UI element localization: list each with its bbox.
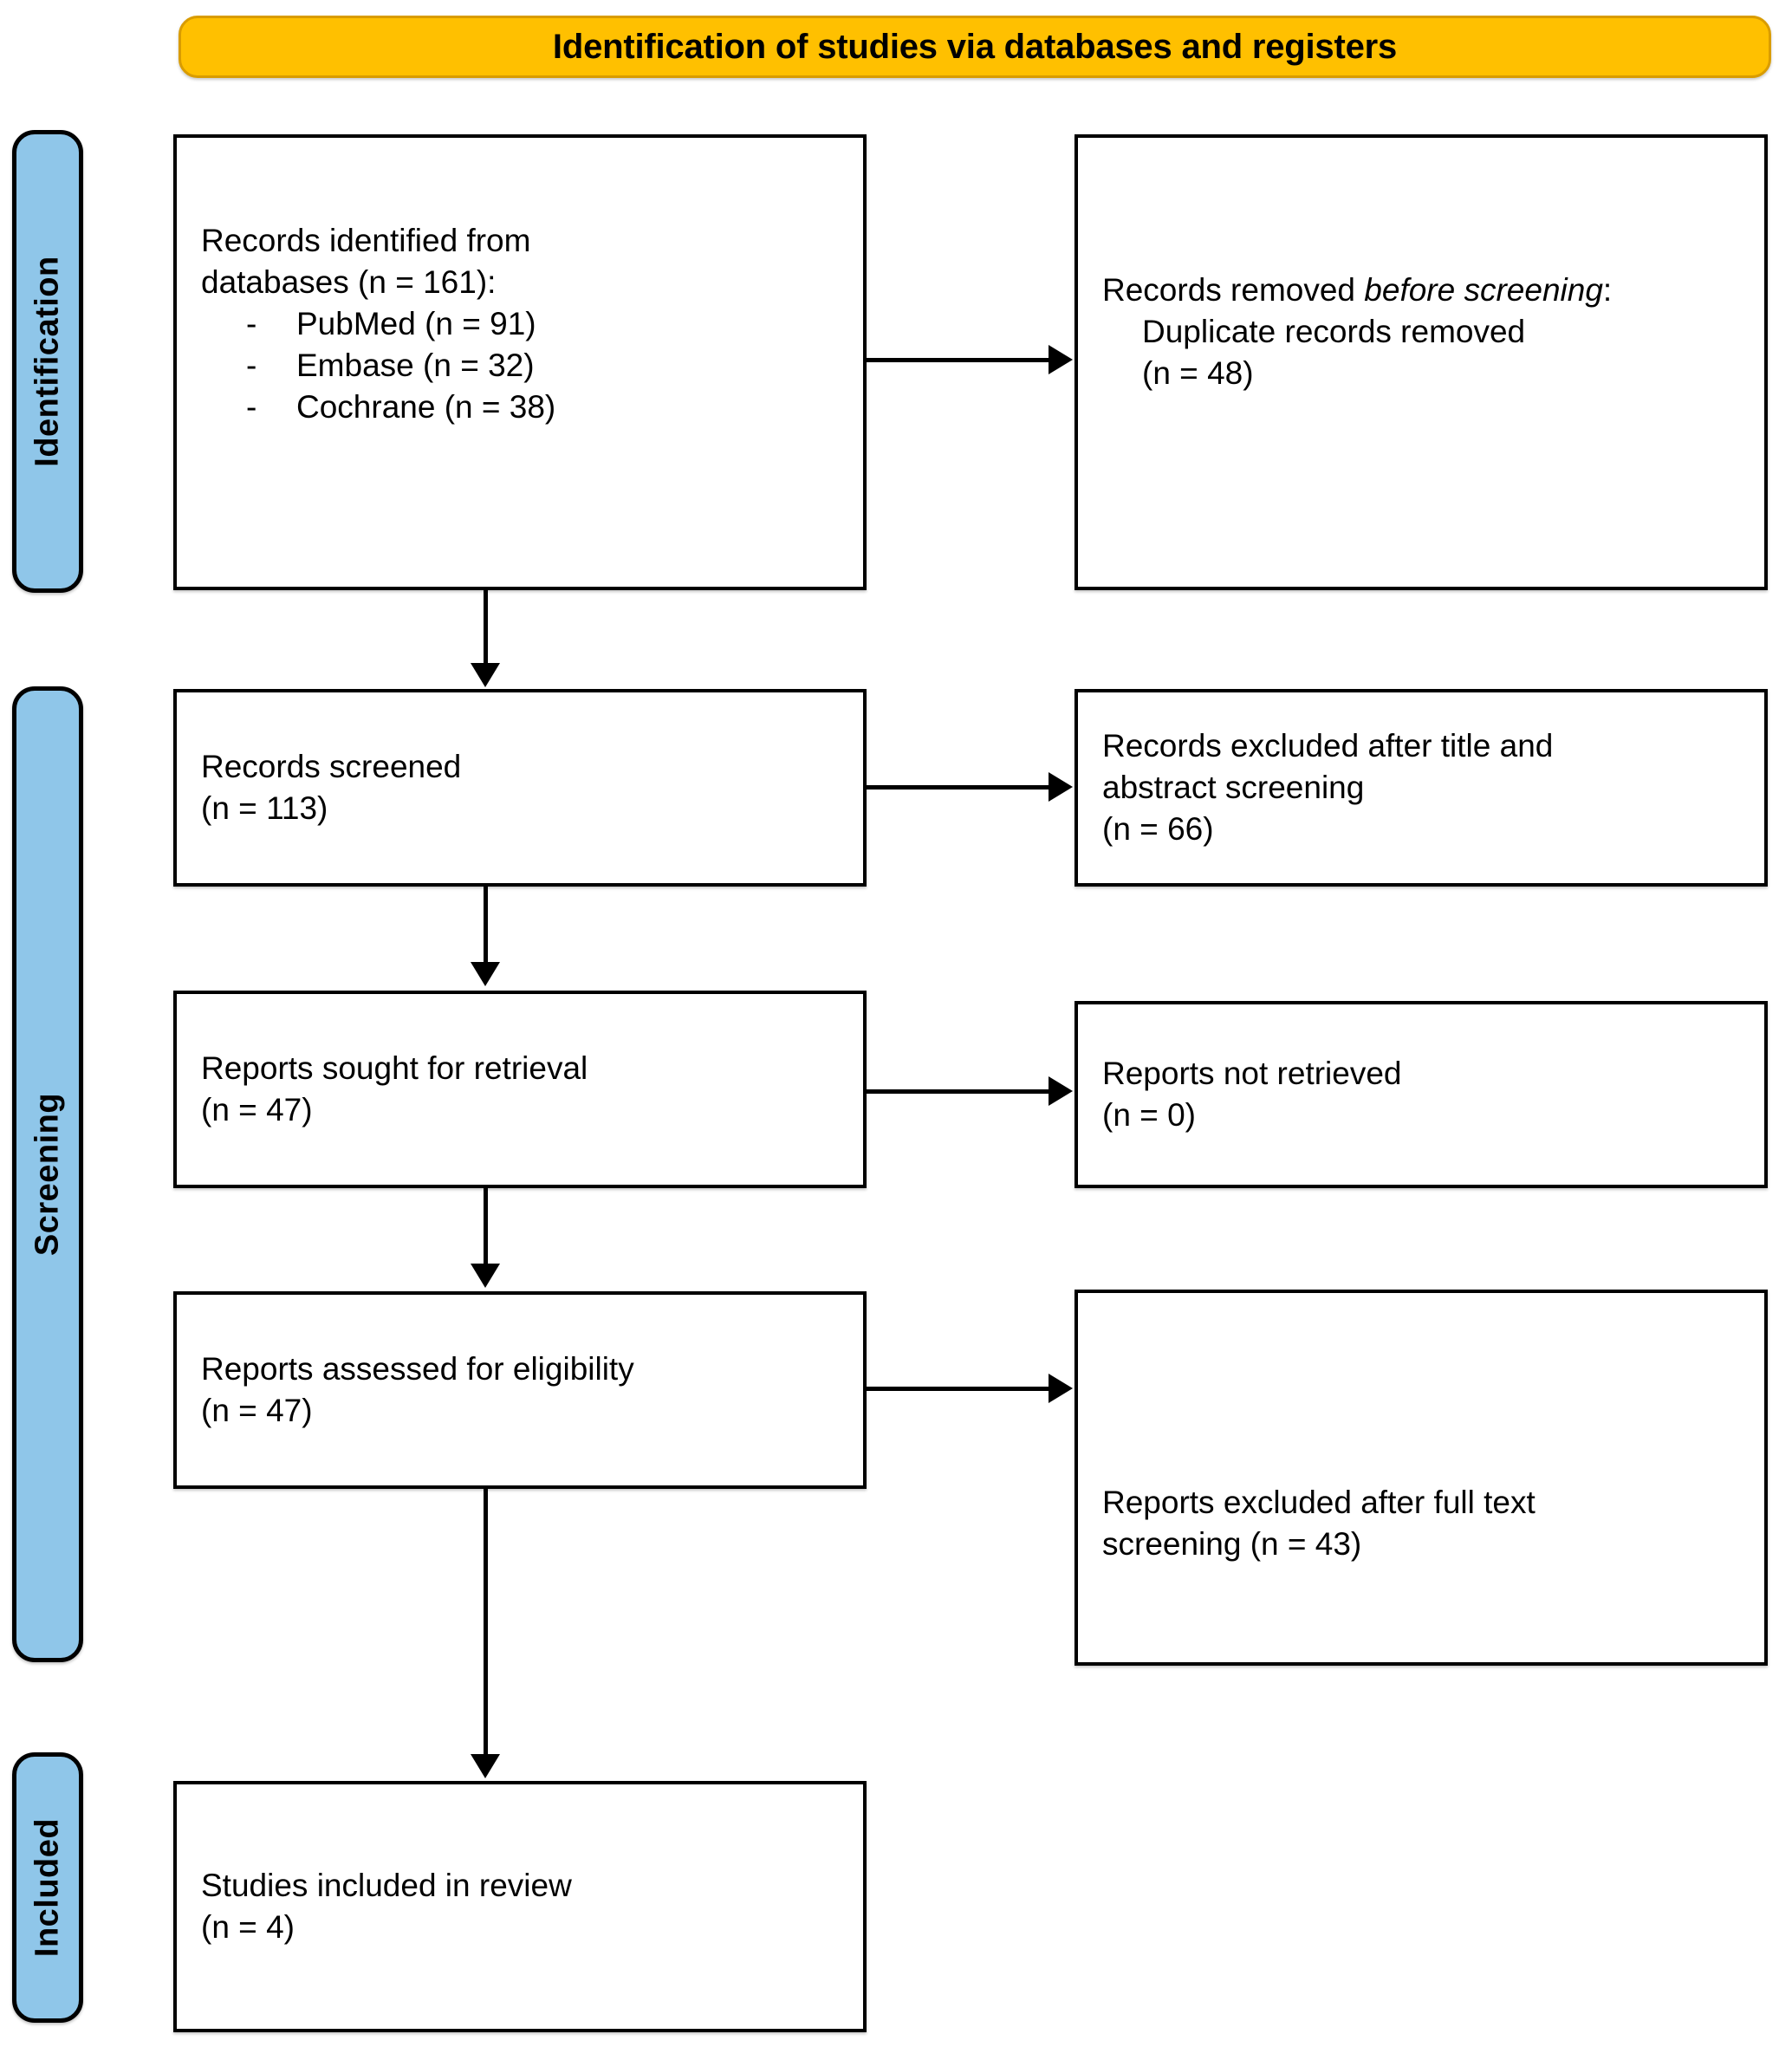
box-records-screened: Records screened (n = 113) — [173, 689, 867, 887]
records-excluded-line1: Records excluded after title and — [1102, 727, 1554, 764]
stage-identification-label: Identification — [29, 256, 66, 467]
connector-sought-to-notretrieved-arrow — [1049, 1076, 1073, 1106]
connector-screened-to-excluded-line — [867, 785, 1050, 790]
stage-included: Included — [12, 1752, 83, 2023]
source-pubmed: PubMed (n = 91) — [296, 306, 536, 342]
connector-sought-to-notretrieved-line — [867, 1089, 1050, 1094]
reports-excluded-fulltext-line2: screening (n = 43) — [1102, 1526, 1362, 1563]
connector-identified-to-screened-arrow — [471, 663, 500, 687]
stage-screening-label: Screening — [29, 1092, 66, 1257]
box-reports-excluded-fulltext: Reports excluded after full text screeni… — [1075, 1290, 1768, 1666]
reports-excluded-fulltext-line1: Reports excluded after full text — [1102, 1485, 1536, 1520]
records-screened-line1: Records screened — [201, 748, 462, 784]
connector-assessed-to-excludedfulltext-arrow — [1049, 1374, 1073, 1403]
box-studies-included: Studies included in review (n = 4) — [173, 1781, 867, 2032]
list-item: - Cochrane (n = 38) — [201, 387, 849, 428]
reports-not-retrieved-line1: Reports not retrieved — [1102, 1055, 1402, 1091]
box-reports-assessed-text: Reports assessed for eligibility (n = 47… — [201, 1348, 849, 1432]
reports-sought-line1: Reports sought for retrieval — [201, 1049, 588, 1086]
connector-screened-to-sought-line — [484, 887, 488, 966]
box-studies-included-text: Studies included in review (n = 4) — [201, 1865, 849, 1948]
connector-identified-to-removed-arrow — [1049, 345, 1073, 374]
reports-not-retrieved-line2: (n = 0) — [1102, 1097, 1196, 1133]
box-reports-sought-text: Reports sought for retrieval (n = 47) — [201, 1048, 849, 1131]
records-identified-line2: databases (n = 161): — [201, 264, 497, 301]
records-removed-lead: Records removed — [1102, 272, 1365, 308]
diagram-banner: Identification of studies via databases … — [179, 16, 1771, 78]
box-reports-not-retrieved: Reports not retrieved (n = 0) — [1075, 1001, 1768, 1188]
connector-sought-to-assessed-line — [484, 1188, 488, 1268]
stage-screening: Screening — [12, 686, 83, 1662]
connector-assessed-to-excludedfulltext-line — [867, 1387, 1050, 1391]
box-reports-not-retrieved-text: Reports not retrieved (n = 0) — [1102, 1053, 1750, 1136]
connector-screened-to-excluded-arrow — [1049, 772, 1073, 802]
box-records-excluded: Records excluded after title and abstrac… — [1075, 689, 1768, 887]
records-removed-lead-line: Records removed before screening: — [1102, 270, 1750, 311]
connector-assessed-to-included-arrow — [471, 1754, 500, 1778]
box-reports-assessed: Reports assessed for eligibility (n = 47… — [173, 1291, 867, 1489]
connector-assessed-to-included-line — [484, 1489, 488, 1758]
source-embase: Embase (n = 32) — [296, 348, 535, 384]
records-excluded-line3: (n = 66) — [1102, 811, 1214, 848]
bullet-dash: - — [246, 389, 257, 426]
list-item: - PubMed (n = 91) — [201, 303, 849, 345]
records-identified-line1: Records identified from — [201, 223, 531, 258]
records-removed-italic: before screening — [1364, 272, 1603, 308]
bullet-dash: - — [246, 306, 257, 342]
records-screened-line2: (n = 113) — [201, 790, 328, 826]
reports-assessed-line1: Reports assessed for eligibility — [201, 1350, 634, 1387]
box-reports-sought: Reports sought for retrieval (n = 47) — [173, 991, 867, 1188]
connector-identified-to-removed-line — [867, 358, 1050, 362]
box-records-identified-text: Records identified from databases (n = 1… — [201, 220, 849, 428]
reports-sought-line2: (n = 47) — [201, 1092, 313, 1127]
studies-included-line2: (n = 4) — [201, 1909, 295, 1945]
reports-assessed-line2: (n = 47) — [201, 1393, 313, 1428]
records-identified-sources: - PubMed (n = 91) - Embase (n = 32) - Cochr… — [201, 303, 849, 428]
source-cochrane: Cochrane (n = 38) — [296, 389, 556, 426]
stage-included-label: Included — [29, 1817, 66, 1958]
bullet-dash: - — [246, 348, 257, 384]
duplicate-records-line2: (n = 48) — [1142, 355, 1254, 392]
connector-screened-to-sought-arrow — [471, 962, 500, 986]
list-item: - Embase (n = 32) — [201, 345, 849, 387]
connector-identified-to-screened-line — [484, 590, 488, 668]
banner-title: Identification of studies via databases … — [552, 27, 1398, 66]
box-reports-excluded-fulltext-text: Reports excluded after full text screeni… — [1102, 1482, 1750, 1565]
duplicate-records-line1: Duplicate records removed — [1142, 314, 1526, 350]
box-records-removed-text: Records removed before screening: Duplic… — [1102, 270, 1750, 394]
records-removed-colon: : — [1602, 272, 1613, 308]
box-records-removed: Records removed before screening: Duplic… — [1075, 134, 1768, 590]
connector-sought-to-assessed-arrow — [471, 1264, 500, 1288]
stage-identification: Identification — [12, 130, 83, 593]
box-records-excluded-text: Records excluded after title and abstrac… — [1102, 725, 1750, 850]
box-records-identified: Records identified from databases (n = 1… — [173, 134, 867, 590]
box-records-screened-text: Records screened (n = 113) — [201, 746, 849, 829]
studies-included-line1: Studies included in review — [201, 1867, 572, 1903]
records-excluded-line2: abstract screening — [1102, 769, 1365, 805]
